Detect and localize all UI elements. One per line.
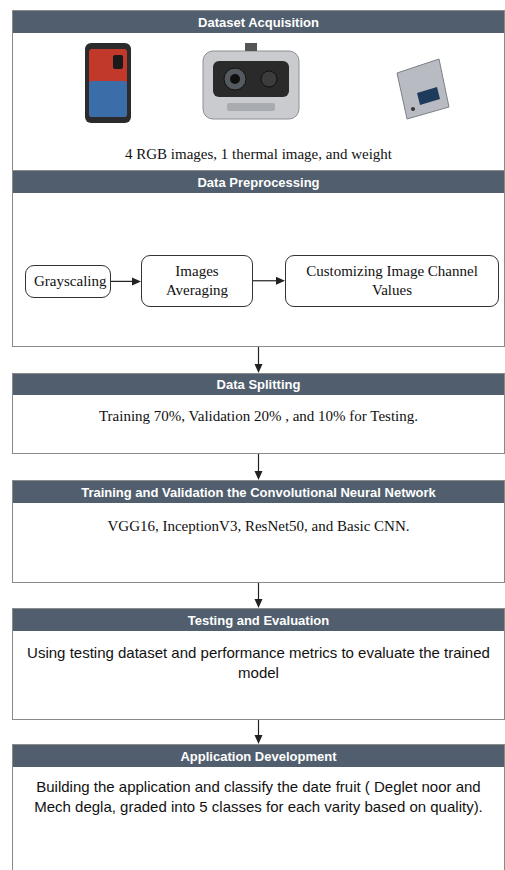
arrow-line [258,720,259,736]
arrow-head [255,364,263,373]
flow-arrow [255,347,263,373]
panel-body-text: Training 70%, Validation 20% , and 10% f… [21,407,496,427]
process-panel: Application DevelopmentBuilding the appl… [12,744,505,870]
panel-header: Application Development [13,745,504,767]
arrow-line [253,280,277,281]
panel-body-text: 4 RGB images, 1 thermal image, and weigh… [21,145,496,165]
kitchen-scale-icon [397,59,449,119]
flow-arrow [253,277,285,285]
arrow-head [276,277,285,285]
process-panel: Dataset Acquisition 4 RGB images, 1 therm… [12,10,505,171]
flow-arrow [255,583,263,608]
box-label: Grayscaling [34,272,102,291]
process-panel: Training and Validation the Convolutiona… [12,480,505,583]
process-box: Customizing Image Channel Values [285,255,499,307]
arrow-head [255,735,263,744]
panel-header: Dataset Acquisition [13,11,504,33]
process-box: Images Averaging [141,255,253,307]
arrow-head [255,471,263,480]
arrow-line [258,583,259,600]
thermal-camera-icon [203,43,299,119]
smartphone-icon [85,43,131,123]
panel-body-text: Using testing dataset and performance me… [21,643,496,682]
arrow-line [258,347,259,365]
panel-body-text: Building the application and classify th… [21,777,496,816]
flow-arrow [255,454,263,480]
process-panel: Data PreprocessingGrayscaling Images Aver… [12,170,505,347]
flow-arrow [111,277,141,285]
flow-arrow [255,720,263,744]
arrow-line [111,281,133,282]
panel-body-text: VGG16, InceptionV3, ResNet50, and Basic … [21,517,496,537]
arrow-head [132,277,141,285]
panel-header: Testing and Evaluation [13,609,504,631]
process-box: Grayscaling [25,265,111,298]
box-label: Customizing Image Channel Values [294,262,490,300]
process-panel: Testing and EvaluationUsing testing data… [12,608,505,720]
panel-header: Data Splitting [13,374,504,395]
process-panel: Data SplittingTraining 70%, Validation 2… [12,373,505,454]
box-label: Images Averaging [150,262,244,300]
panel-header: Data Preprocessing [13,171,504,193]
arrow-head [255,599,263,608]
panel-header: Training and Validation the Convolutiona… [13,481,504,503]
arrow-line [258,454,259,472]
